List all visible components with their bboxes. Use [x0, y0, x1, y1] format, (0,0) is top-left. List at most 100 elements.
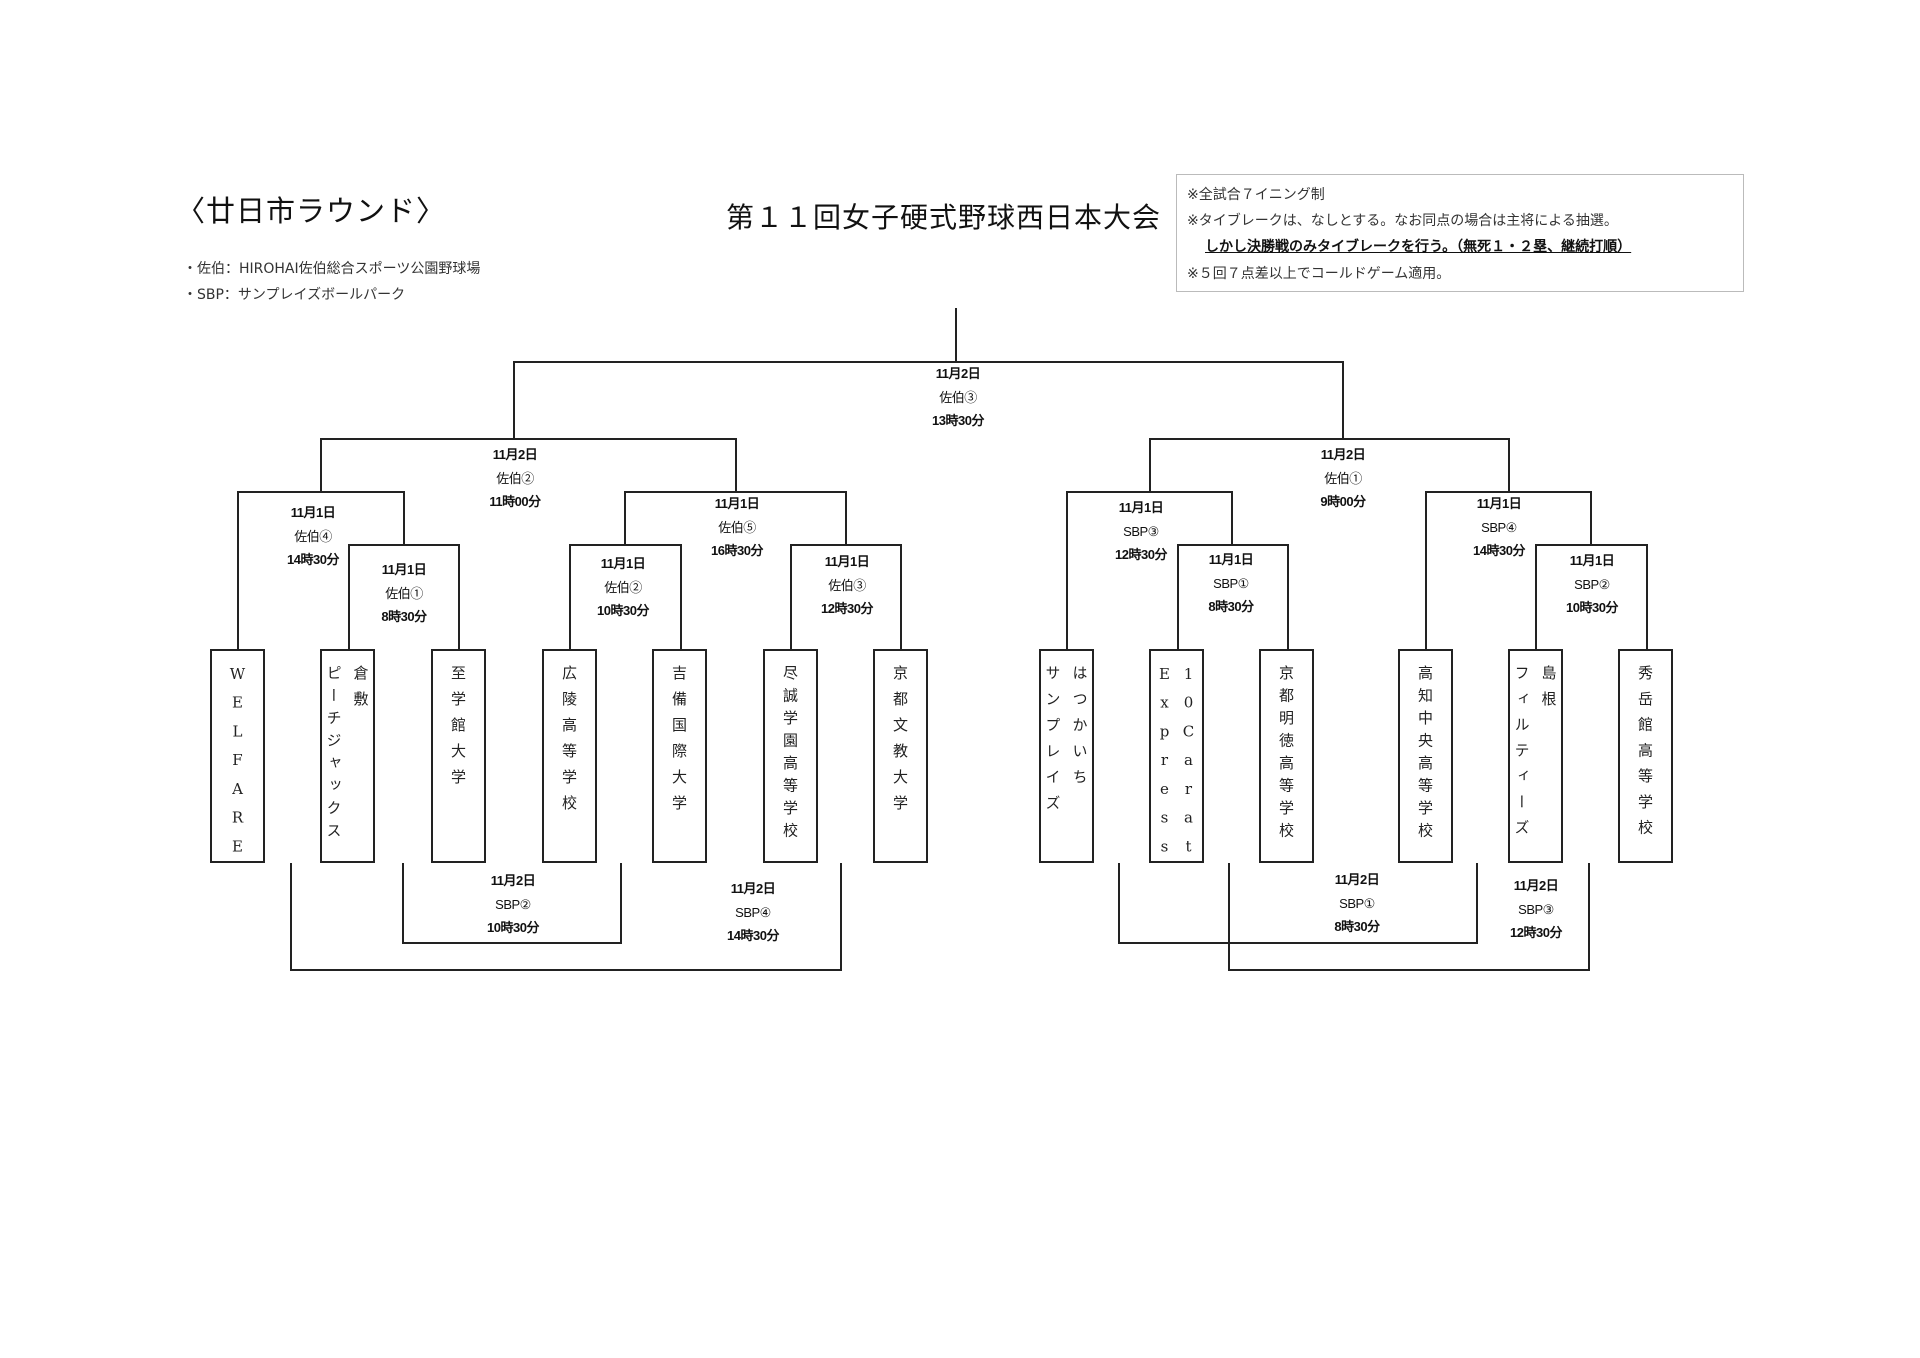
team-box: 至学館大学 — [431, 649, 486, 863]
match-date: 11月2日 — [730, 881, 776, 896]
bracket-line — [1177, 544, 1289, 546]
match-time: 8時30分 — [1208, 599, 1254, 614]
match-time: 9時00分 — [1320, 494, 1366, 509]
match-date: 11月1日 — [1569, 553, 1615, 568]
team-name: 吉備国際大学 — [670, 665, 688, 821]
bracket-line — [1118, 863, 1120, 942]
bracket-line — [1342, 361, 1344, 438]
match-venue: 佐伯① — [1324, 470, 1362, 486]
bracket-line — [1228, 863, 1230, 969]
match-venue: 佐伯⑤ — [718, 519, 756, 535]
bracket-line — [1118, 942, 1478, 944]
team-box: WELFARE — [210, 649, 265, 866]
match-info-qf1: 11月1日佐伯④ 14時30分 — [287, 501, 339, 572]
bracket-line — [624, 491, 847, 493]
match-venue: 佐伯④ — [294, 528, 332, 544]
bracket-line — [403, 491, 405, 544]
match-date: 11月2日 — [1320, 447, 1366, 462]
note-innings: ※全試合７イニング制 — [1187, 187, 1325, 203]
bracket-line — [840, 863, 842, 969]
match-venue: 佐伯① — [385, 585, 423, 601]
team-name: 京都明徳高等学校 — [1277, 665, 1295, 845]
rules-notes-box: ※全試合７イニング制 ※タイブレークは、なしとする。なお同点の場合は主将による抽… — [1176, 174, 1744, 292]
bracket-line — [1231, 491, 1233, 544]
tournament-title: 第１１回女子硬式野球西日本大会 — [726, 201, 1162, 234]
match-date: 11月1日 — [381, 562, 427, 577]
match-date: 11月1日 — [1208, 552, 1254, 567]
team-name: Express — [1155, 665, 1174, 866]
bracket-line — [237, 491, 405, 493]
bracket-line — [237, 491, 239, 649]
bracket-line — [1425, 491, 1427, 649]
bracket-line — [1066, 491, 1233, 493]
team-name: 至学館大学 — [449, 665, 467, 795]
bracket-line — [320, 438, 737, 440]
team-name: 尽誠学園高等学校 — [781, 665, 799, 845]
round-title: 〈廿日市ラウンド〉 — [176, 194, 447, 228]
bracket-line — [1508, 438, 1510, 491]
team-box: 吉備国際大学 — [652, 649, 707, 863]
team-name: 倉敷 — [351, 665, 370, 717]
bracket-line — [513, 361, 1344, 363]
team-box: 京都文教大学 — [873, 649, 928, 863]
match-time: 12時30分 — [821, 601, 873, 616]
match-time: 14時30分 — [1473, 543, 1525, 558]
team-name: ピーチジャックス — [324, 665, 343, 845]
bracket-line — [1066, 491, 1068, 649]
team-name: WELFARE — [228, 665, 247, 866]
bracket-line — [569, 544, 682, 546]
bracket-line — [1177, 544, 1179, 649]
bracket-line — [402, 863, 404, 942]
note-called-game: ※５回７点差以上でコールドゲーム適用。 — [1187, 266, 1451, 282]
bracket-line — [569, 544, 571, 649]
match-date: 11月1日 — [290, 505, 336, 520]
bracket-line — [1287, 544, 1289, 649]
match-time: 16時30分 — [711, 543, 763, 558]
match-venue: SBP③ — [1518, 901, 1554, 917]
match-venue: SBP③ — [1123, 523, 1159, 539]
match-venue: 佐伯③ — [828, 577, 866, 593]
match-date: 11月2日 — [1513, 878, 1559, 893]
match-time: 14時30分 — [287, 552, 339, 567]
match-time: 12時30分 — [1115, 547, 1167, 562]
match-date: 11月1日 — [1476, 496, 1522, 511]
bracket-line — [900, 544, 902, 649]
match-time: 10時30分 — [597, 603, 649, 618]
bracket-line — [1149, 438, 1151, 491]
match-venue: SBP④ — [1481, 519, 1517, 535]
bracket-line — [1476, 863, 1478, 942]
match-date: 11月2日 — [492, 447, 538, 462]
venue-legend-sbp: ・SBP：サンプレイズボールパーク — [183, 287, 406, 303]
team-box: 尽誠学園高等学校 — [763, 649, 818, 863]
match-venue: SBP④ — [735, 904, 771, 920]
team-name: はつかいち — [1070, 665, 1089, 795]
bracket-line — [790, 544, 792, 649]
match-date: 11月1日 — [824, 554, 870, 569]
bracket-line — [1425, 491, 1592, 493]
match-date: 11月1日 — [714, 496, 760, 511]
team-box: 広陵高等学校 — [542, 649, 597, 863]
team-name: 高知中央高等学校 — [1416, 665, 1434, 845]
bracket-line — [320, 438, 322, 491]
bracket-line — [1588, 863, 1590, 969]
bracket-line — [290, 863, 292, 969]
team-name: 10Carat — [1179, 665, 1198, 866]
bracket-line — [624, 491, 626, 544]
team-name: 秀岳館高等学校 — [1636, 665, 1654, 845]
match-venue: 佐伯② — [604, 579, 642, 595]
team-box: 高知中央高等学校 — [1398, 649, 1453, 863]
bracket-line — [680, 544, 682, 649]
bracket-line — [348, 544, 350, 649]
bracket-line — [955, 308, 957, 361]
match-venue: SBP① — [1339, 895, 1375, 911]
